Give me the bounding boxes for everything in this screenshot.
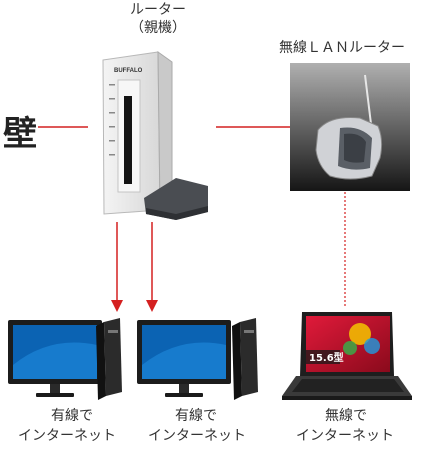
- laptop-icon: 15.6型: [282, 312, 412, 400]
- parent-router-icon: BUFFALO: [102, 51, 208, 220]
- wired-pc2-label-line1: 有線で: [175, 408, 217, 424]
- wired-pc1-label-line1: 有線で: [51, 408, 93, 424]
- wall-label: 壁: [3, 114, 37, 154]
- desktop-pc1-icon: [8, 318, 122, 400]
- router-label-line1: ルーター: [130, 2, 186, 18]
- router-label-line2: （親機）: [130, 20, 186, 36]
- wired-pc1-label-line2: インターネット: [18, 428, 116, 444]
- wireless-laptop-label-line1: 無線で: [325, 408, 367, 424]
- wireless-router-icon: [290, 63, 410, 191]
- router-brand-text: BUFFALO: [114, 68, 143, 74]
- laptop-sticker-text: 15.6型: [309, 351, 344, 364]
- wired-pc2-label-line2: インターネット: [148, 428, 246, 444]
- desktop-pc2-icon: [137, 318, 258, 400]
- wireless-router-label: 無線ＬＡＮルーター: [279, 40, 405, 56]
- wireless-laptop-label-line2: インターネット: [296, 428, 394, 444]
